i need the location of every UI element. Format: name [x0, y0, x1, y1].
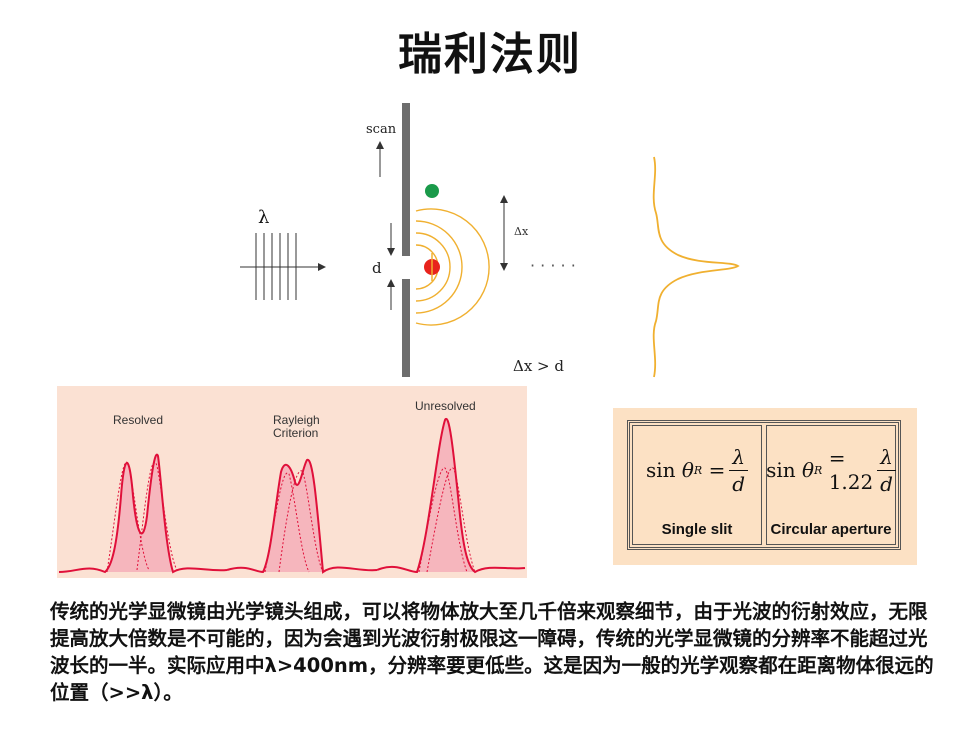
slit-width-label: d [372, 259, 382, 277]
equals-coefficient: = 1.22 [828, 446, 874, 494]
numerator: λ [877, 444, 896, 471]
propagation-arrowhead [318, 263, 326, 271]
relation-label: Δx > d [513, 357, 564, 375]
resolved-label: Resolved [113, 413, 164, 427]
circular-aperture-label: Circular aperture [770, 521, 892, 538]
rayleigh-label-line2: Criterion [273, 426, 319, 440]
scan-arrowhead [376, 141, 384, 149]
slit-arrowhead-top [387, 248, 395, 256]
barrier-top [402, 103, 410, 256]
green-particle [425, 184, 439, 198]
slit-arrowhead-bottom [387, 279, 395, 287]
equals-sign: = [708, 458, 726, 482]
denominator: d [732, 471, 746, 496]
page-title: 瑞利法则 [398, 29, 582, 80]
rayleigh-label-line1: Rayleigh [273, 413, 320, 427]
unresolved-curve [376, 417, 526, 574]
diffraction-diagram: λ scan d Δx · · · · · Δx > d [240, 103, 740, 378]
description-paragraph: 传统的光学显微镜由光学镜头组成，可以将物体放大至几千倍来观察细节，由于光波的衍射… [50, 600, 934, 704]
theta-symbol: θ [681, 458, 694, 482]
resolution-panel: Resolved Rayleigh Criterion Unresolved [57, 386, 527, 578]
intensity-curve [652, 156, 740, 378]
theta-symbol: θ [802, 458, 815, 482]
dx-label: Δx [514, 225, 529, 238]
wavelength-label: λ [258, 207, 269, 228]
single-slit-label: Single slit [661, 521, 733, 538]
unresolved-label: Unresolved [415, 399, 476, 413]
sin-text: sin [766, 458, 796, 482]
resolved-curve [58, 453, 228, 574]
subscript-r: R [814, 463, 823, 477]
sin-text: sin [645, 458, 676, 482]
propagation-dots: · · · · · [530, 256, 576, 275]
resolution-curves [58, 417, 526, 574]
diffraction-rings [415, 208, 490, 326]
dx-arrowhead-bottom [500, 263, 508, 271]
subscript-r: R [693, 463, 703, 477]
dx-arrowhead-top [500, 195, 508, 203]
barrier-bottom [402, 279, 410, 377]
numerator: λ [729, 444, 749, 471]
denominator: d [880, 471, 893, 496]
rayleigh-curve [226, 458, 378, 574]
scan-label: scan [366, 122, 397, 137]
